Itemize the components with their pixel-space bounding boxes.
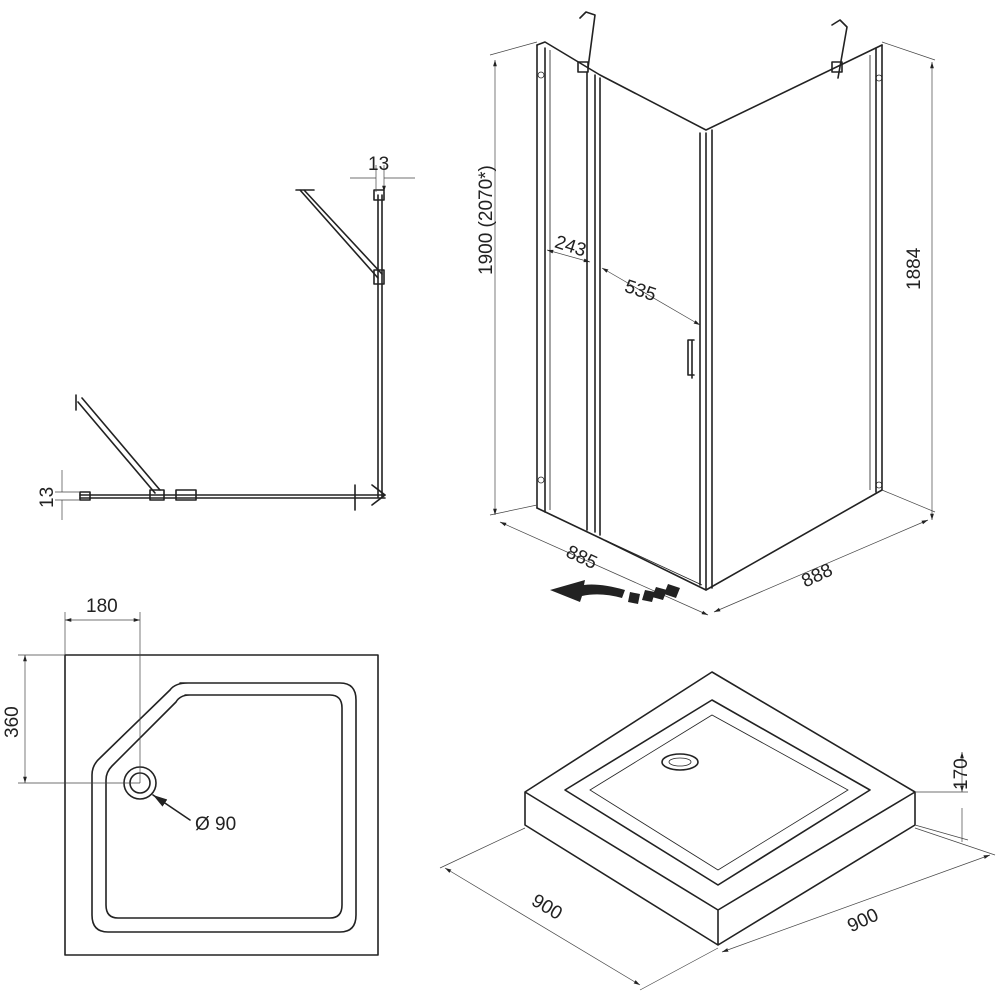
dim-depth-right: 888: [798, 560, 836, 592]
enclosure-plan-view: 13 13: [37, 154, 415, 520]
dim-tray-width-left: 900: [528, 890, 566, 924]
dim-depth-left: 885: [563, 542, 601, 574]
dim-panel-height: 1884: [904, 247, 925, 290]
dim-drain-offset-y: 360: [2, 706, 23, 738]
dim-fixed-panel: 243: [552, 232, 589, 262]
dim-total-height: 1900 (2070*): [476, 165, 497, 275]
enclosure-isometric: 1900 (2070*) 1884 243 535 885 888: [476, 11, 936, 616]
plan-dim-top: 13: [368, 154, 389, 175]
dim-tray-height: 170: [951, 758, 972, 790]
dim-tray-width-right: 900: [844, 905, 882, 937]
dim-door-width: 535: [622, 276, 659, 306]
tray-plan-view: 180 360 Ø 90: [2, 596, 379, 956]
dim-drain-diameter: Ø 90: [195, 814, 236, 835]
tray-isometric: 170 900 900: [439, 671, 996, 991]
plan-dim-left: 13: [37, 487, 58, 508]
door-swing-arrow-icon: [550, 580, 680, 604]
dim-drain-offset-x: 180: [86, 596, 118, 617]
